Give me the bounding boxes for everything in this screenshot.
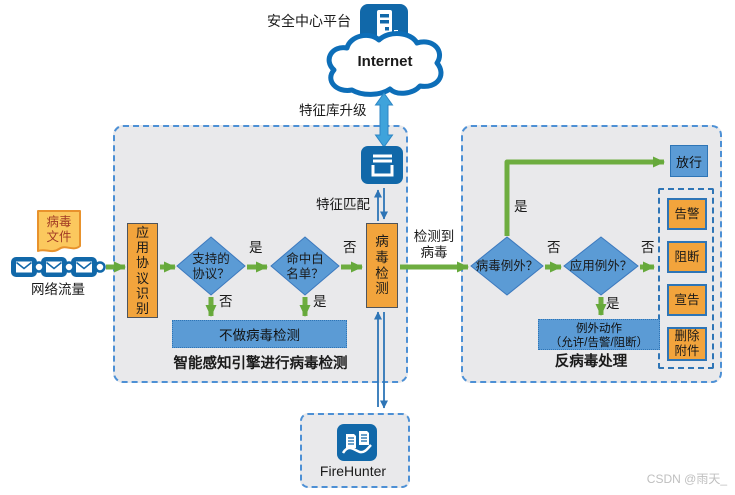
diamond-virus-exception-label: 病毒例外？ xyxy=(475,259,539,273)
engine-title: 智能感知引擎进行病毒检测 xyxy=(173,356,348,372)
no-label-4: 否 xyxy=(641,240,655,255)
yes-label-2: 是 xyxy=(313,294,327,309)
action-block-box: 阻断 xyxy=(667,241,707,273)
upgrade-label: 特征库升级 xyxy=(299,103,367,118)
no-label-2: 否 xyxy=(343,240,357,255)
no-label-3: 否 xyxy=(547,240,561,255)
exception-action-box: 例外动作 （允许/告警/阻断） xyxy=(538,319,660,350)
traffic-label: 网络流量 xyxy=(31,282,85,297)
skip-detection-box: 不做病毒检测 xyxy=(172,320,347,348)
protocol-id-box: 应用协议识别 xyxy=(127,223,158,318)
exception-action-line1: 例外动作 xyxy=(576,323,622,335)
action-declare-box: 宣告 xyxy=(667,284,707,316)
match-label: 特征匹配 xyxy=(316,197,370,212)
diamond-whitelist-label: 命中白 名单？ xyxy=(286,252,324,281)
yes-label-3: 是 xyxy=(514,199,528,214)
traffic-envelope-chain xyxy=(11,257,106,277)
action-alert-box: 告警 xyxy=(667,198,707,230)
platform-label: 安全中心平台 xyxy=(267,13,351,29)
firehunter-label: FireHunter xyxy=(319,463,387,479)
security-platform-server-icon xyxy=(360,4,408,46)
watermark: CSDN @雨天_ xyxy=(646,472,727,486)
protocol-id-label: 应用协议识别 xyxy=(135,224,149,317)
yes-label-1: 是 xyxy=(249,240,263,255)
no-label-1: 否 xyxy=(219,294,233,309)
virus-file-label: 病毒 文件 xyxy=(46,215,72,244)
action-delete-attachment-box: 删除附件 xyxy=(667,327,707,361)
virus-detect-label: 病毒检测 xyxy=(375,233,389,297)
exception-action-line2: （允许/告警/阻断） xyxy=(549,337,649,350)
permit-box: 放行 xyxy=(670,145,708,177)
internet-label: Internet xyxy=(357,53,413,70)
diamond-app-exception-label: 应用例外？ xyxy=(569,259,633,273)
yes-label-4: 是 xyxy=(606,296,620,311)
detected-label: 检测到 病毒 xyxy=(413,229,455,261)
action-group-box xyxy=(658,188,714,369)
diamond-protocol-label: 支持的 协议？ xyxy=(192,252,230,281)
antivirus-title: 反病毒处理 xyxy=(554,354,628,370)
virus-detect-box: 病毒检测 xyxy=(366,223,398,308)
